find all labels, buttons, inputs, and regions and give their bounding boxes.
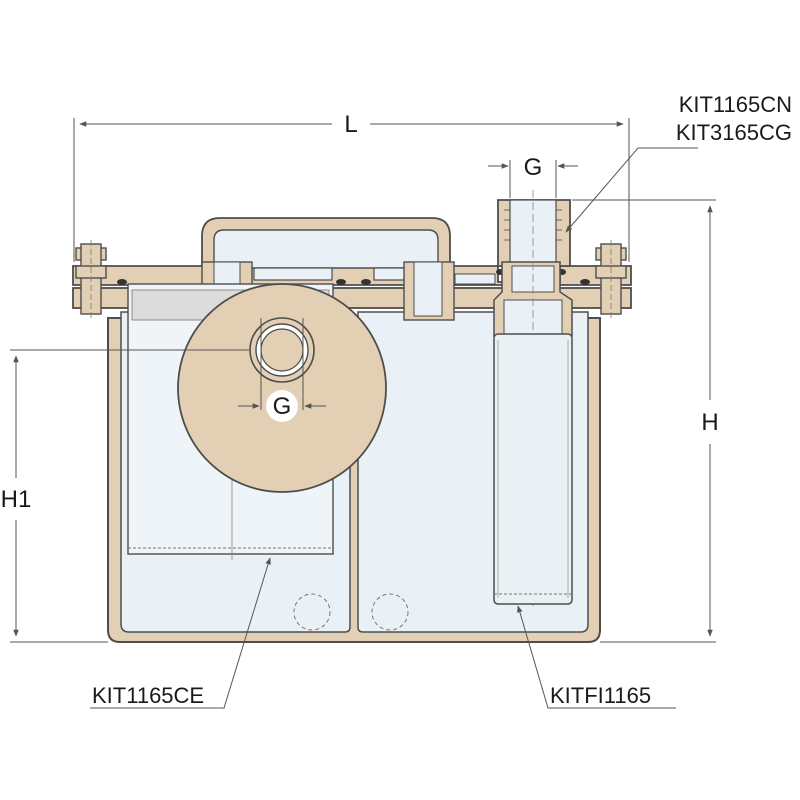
- callout-kit1165ce: KIT1165CE: [92, 683, 204, 708]
- inlet-flange: [177, 283, 387, 493]
- dim-thread-outlet-label: G: [524, 154, 543, 181]
- lid-dome-cavity: [213, 229, 439, 269]
- callout-kit3165cg: KIT3165CG: [676, 120, 792, 145]
- dim-h1-label: H1: [1, 486, 32, 513]
- dimension-lines: [10, 118, 716, 643]
- dim-thread-inlet-label: G: [273, 393, 292, 420]
- dim-length-label: L: [344, 111, 357, 138]
- dim-height-label: H: [701, 409, 718, 436]
- bolt-right: [595, 240, 627, 320]
- callout-kitfi1165: KITFI1165: [550, 683, 651, 708]
- bolt-left: [75, 240, 107, 320]
- lid-assembly: [72, 217, 632, 321]
- outlet-fitting: [493, 190, 573, 610]
- leader-lines: [90, 147, 698, 709]
- filter-cartridge: [493, 333, 573, 605]
- callout-kit1165cn: KIT1165CN: [679, 92, 792, 117]
